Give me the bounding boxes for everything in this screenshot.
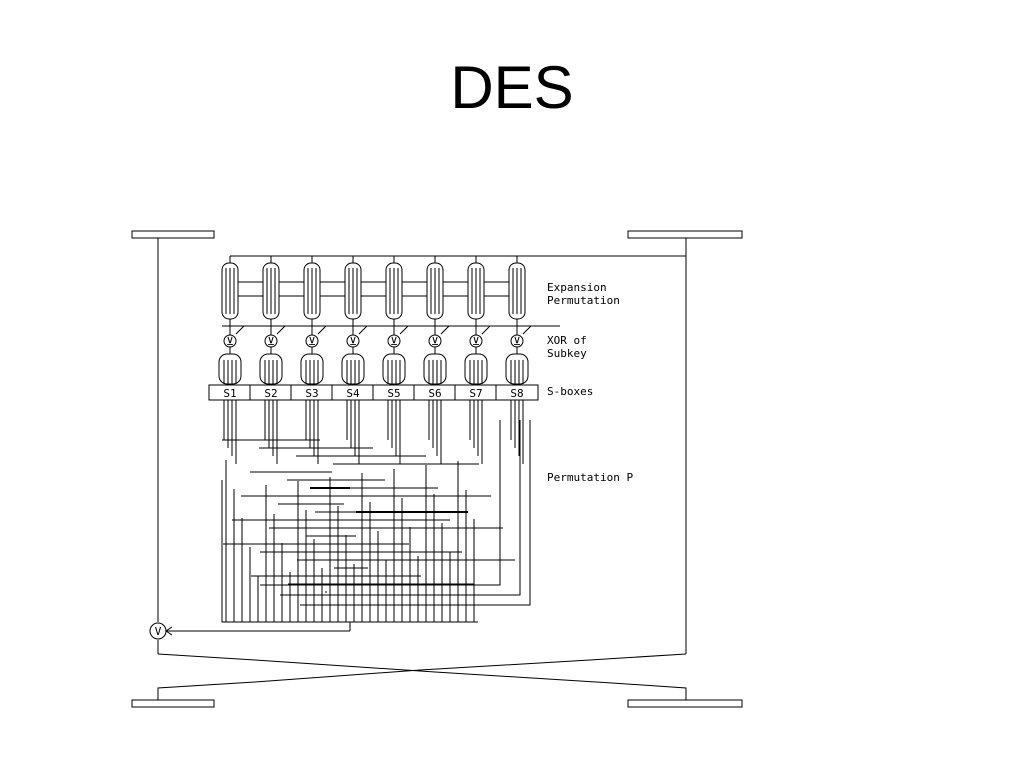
sbox-label-2: S2 <box>264 387 277 400</box>
xor-symbol: ⊻ <box>513 335 521 348</box>
sbox-label-5: S5 <box>387 387 400 400</box>
sbox-column-7: ⊻ S7 <box>454 256 509 464</box>
sbox-input-group-1 <box>218 353 242 385</box>
permutation-p-label: Permutation P <box>547 471 633 484</box>
left-half-bottom-register <box>131 699 215 708</box>
right-half-bottom-register <box>627 699 743 708</box>
swap-line-b <box>157 653 687 700</box>
sbox-8 <box>495 384 539 401</box>
expansion-label-line-2: Permutation <box>547 294 620 307</box>
p-return-wire <box>280 420 521 596</box>
sbox-column-4: ⊻ S4 <box>331 256 386 464</box>
sbox-input-group-3 <box>300 353 324 385</box>
xor-symbol: ⊻ <box>308 335 316 348</box>
sbox-label-8: S8 <box>510 387 523 400</box>
right-half-top-register <box>627 230 743 239</box>
xor-symbol: ⊻ <box>431 335 439 348</box>
sbox-label-1: S1 <box>223 387 236 400</box>
subkey-arrow <box>440 325 450 335</box>
xor-symbol: ⊻ <box>390 335 398 348</box>
expansion-label-line-1: Expansion <box>547 281 607 294</box>
sbox-column-8: ⊻ S8 <box>495 256 539 464</box>
sbox-column-6: ⊻ S6 <box>413 256 468 464</box>
xor-symbol: ⊻ <box>226 335 234 348</box>
p-return-wire <box>300 420 531 606</box>
sbox-label-7: S7 <box>469 387 482 400</box>
subkey-arrow <box>276 325 286 335</box>
slide-title: DES <box>450 54 574 121</box>
sbox-input-group-7 <box>464 353 488 385</box>
sbox-input-group-5 <box>382 353 406 385</box>
sbox-input-group-4 <box>341 353 365 385</box>
sbox-input-group-8 <box>505 353 529 385</box>
sbox-label-3: S3 <box>305 387 318 400</box>
xor-symbol: ⊻ <box>267 335 275 348</box>
sbox-label-6: S6 <box>428 387 441 400</box>
p-return-wire <box>260 420 501 586</box>
sboxes-label: S-boxes <box>547 385 593 398</box>
subkey-arrow <box>358 325 368 335</box>
xor-symbol: ⊻ <box>472 335 480 348</box>
final-xor-symbol: V <box>155 625 162 638</box>
permutation-p-wiring <box>221 420 531 631</box>
swap-line-a <box>157 653 687 700</box>
subkey-arrow <box>235 325 245 335</box>
sbox-input-group-6 <box>423 353 447 385</box>
final-xor: V <box>149 622 350 640</box>
sbox-column-2: ⊻ S2 <box>249 256 304 464</box>
sbox-column-3: ⊻ S3 <box>290 256 345 464</box>
subkey-arrow <box>317 325 327 335</box>
xor-symbol: ⊻ <box>349 335 357 348</box>
p-bottom-bus <box>221 480 478 623</box>
sbox-label-4: S4 <box>346 387 360 400</box>
final-xor-arrowhead <box>165 626 173 636</box>
sbox-column-5: ⊻ S5 <box>372 256 427 464</box>
xor-label-line-1: XOR of <box>547 334 587 347</box>
sbox-input-group-2 <box>259 353 283 385</box>
xor-label-line-2: Subkey <box>547 347 587 360</box>
left-half-top-register <box>131 230 215 239</box>
sbox-column-1: ⊻ S1 <box>208 256 263 464</box>
subkey-arrow <box>399 325 409 335</box>
subkey-arrow <box>481 325 491 335</box>
subkey-arrow <box>522 325 532 335</box>
